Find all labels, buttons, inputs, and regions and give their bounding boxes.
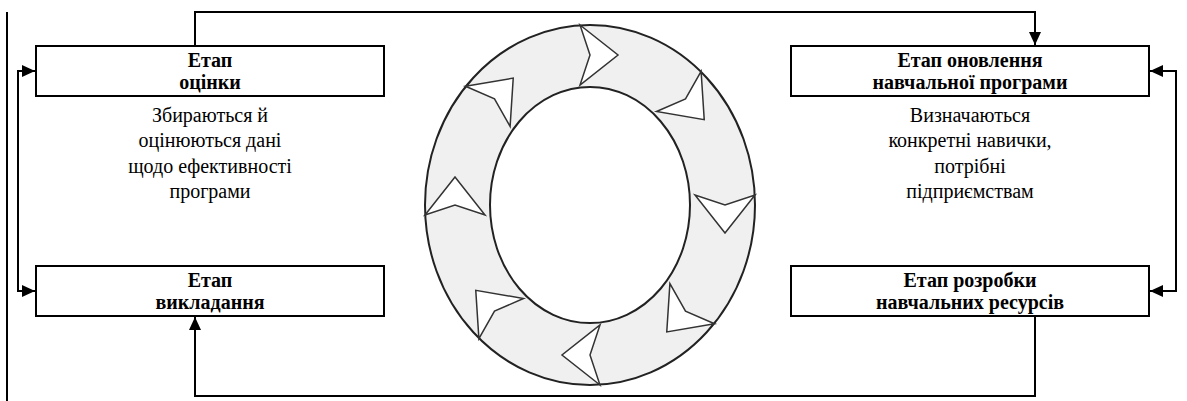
stage-description: Збираються й оцінюються дані щодо ефекти…	[120, 103, 300, 205]
connector-line	[195, 12, 1035, 45]
stage-box: Етап оновлення навчальної програми	[790, 45, 1150, 97]
cycle-connector	[1150, 65, 1176, 297]
stage-node: Етап оцінкиЗбираються й оцінюються дані …	[35, 45, 385, 205]
cycle-ring	[425, 25, 755, 385]
stage-title: Етап викладання	[155, 269, 264, 313]
stage-node: Етап оновлення навчальної програмиВизнач…	[790, 45, 1150, 205]
cycle-connector	[18, 65, 35, 297]
connector-line	[1150, 71, 1176, 291]
connector-line	[18, 71, 35, 291]
connector-line	[195, 317, 1035, 396]
page-frame-line	[6, 12, 8, 401]
stage-box: Етап оцінки	[35, 45, 385, 97]
arrow-head	[22, 65, 35, 77]
stage-title: Етап оновлення навчальної програми	[860, 49, 1080, 93]
stage-title: Етап розробки навчальних ресурсів	[860, 269, 1080, 313]
arrow-head	[1029, 32, 1041, 45]
cycle-arrows	[425, 25, 755, 385]
arrow-head	[22, 285, 35, 297]
stage-node: Етап розробки навчальних ресурсів	[790, 265, 1150, 317]
stage-node: Етап викладання	[35, 265, 385, 317]
arrow-head	[1150, 285, 1163, 297]
stage-title: Етап оцінки	[179, 49, 241, 93]
arrow-head	[1150, 65, 1163, 77]
stage-box: Етап викладання	[35, 265, 385, 317]
cycle-connector	[189, 317, 1035, 396]
stage-description: Визначаються конкретні навички, потрібні…	[880, 103, 1060, 205]
arrow-head	[189, 317, 201, 330]
cycle-connector	[195, 12, 1041, 45]
stage-box: Етап розробки навчальних ресурсів	[790, 265, 1150, 317]
